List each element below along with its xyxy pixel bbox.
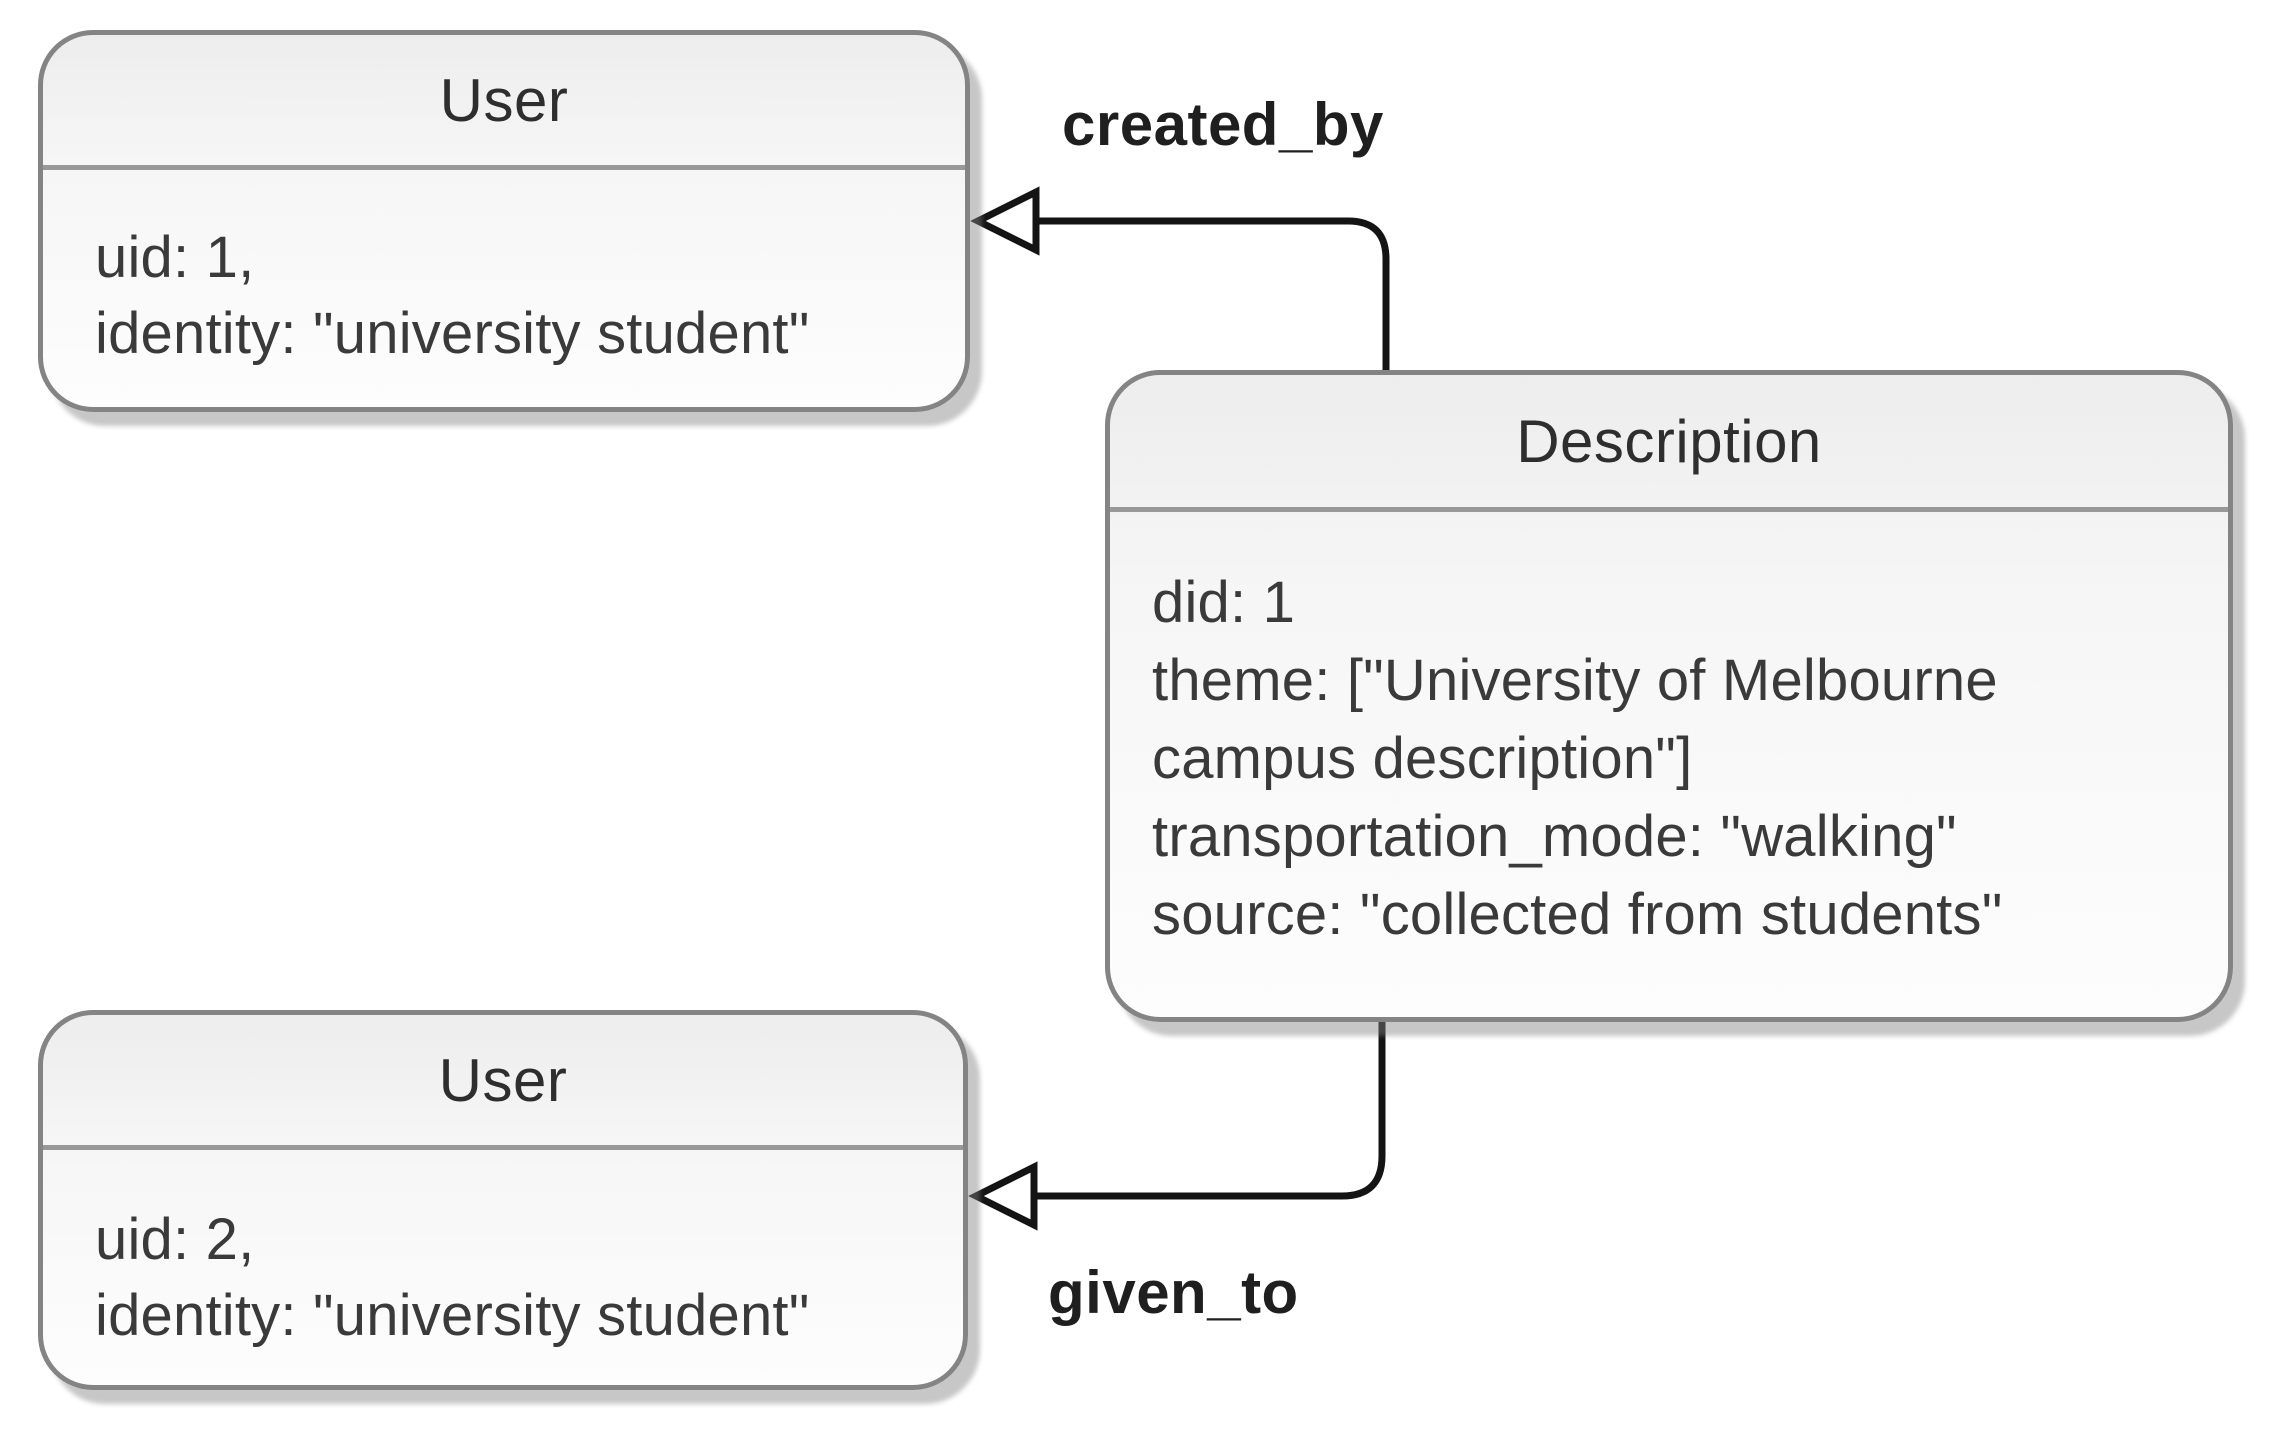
created-by-edge-label: created_by (1062, 91, 1384, 158)
created-by-open-arrowhead-icon (970, 186, 1040, 256)
node-attribute-line: source: "collected from students" (1152, 882, 2003, 947)
node-attribute-line: uid: 1, (95, 225, 255, 290)
created-by-edge-line (1036, 217, 1390, 372)
node-attribute-line: identity: "university student" (95, 301, 810, 366)
node-title: User (43, 35, 965, 170)
given-to-edge-label: given_to (1048, 1259, 1299, 1326)
node-attribute-line: theme: ["University of Melbourne (1152, 648, 1998, 713)
node-attribute-line: transportation_mode: "walking" (1152, 804, 1957, 869)
created-by-connector (970, 186, 1390, 372)
class-node-user-1: User uid: 1, identity: "university stude… (38, 30, 970, 412)
class-node-description: Description did: 1 theme: ["University o… (1105, 370, 2233, 1022)
given-to-connector (968, 1020, 1386, 1231)
node-body: uid: 2, identity: "university student" (43, 1150, 963, 1354)
class-node-user-2: User uid: 2, identity: "university stude… (38, 1010, 968, 1390)
node-title: User (43, 1015, 963, 1150)
node-attribute-line: did: 1 (1152, 570, 1296, 635)
given-to-open-arrowhead-icon (968, 1161, 1038, 1231)
node-body: uid: 1, identity: "university student" (43, 170, 965, 372)
given-to-edge-line (1034, 1020, 1386, 1200)
node-title: Description (1110, 375, 2228, 512)
node-attribute-line: identity: "university student" (95, 1283, 810, 1348)
node-attribute-line: campus description"] (1152, 726, 1693, 791)
node-attribute-line: uid: 2, (95, 1207, 255, 1272)
node-body: did: 1 theme: ["University of Melbourne … (1110, 512, 2228, 954)
